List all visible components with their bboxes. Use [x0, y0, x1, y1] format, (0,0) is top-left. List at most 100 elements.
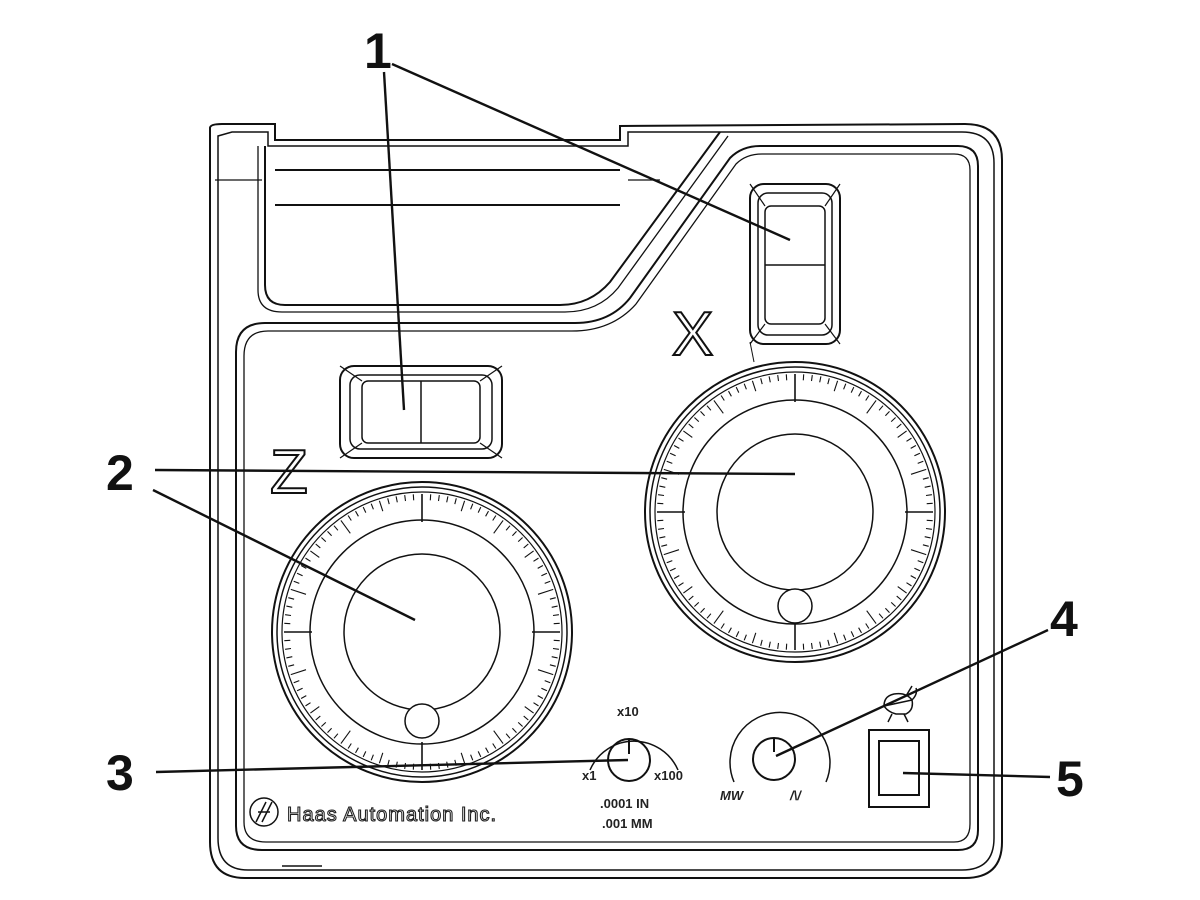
increment-inch-units: .0001 IN [600, 796, 649, 811]
z-axis-jog-button[interactable] [339, 365, 503, 459]
dial-tick [321, 537, 327, 543]
dial-tick [706, 613, 712, 619]
dial-tick [910, 549, 927, 556]
dial-tick [890, 417, 896, 423]
dial-tick [890, 601, 896, 607]
dial-tick [917, 460, 924, 464]
dial-tick [683, 586, 693, 594]
dial-tick [288, 597, 295, 600]
dial-tick [743, 634, 747, 641]
dial-tick [858, 627, 862, 634]
dial-tick [658, 494, 665, 497]
dial-tick [293, 680, 300, 684]
dial-tick [544, 680, 551, 684]
dial-tick [910, 575, 917, 579]
dial-tick [659, 485, 666, 488]
dial-tick [735, 386, 740, 393]
dial-tick [865, 395, 870, 401]
dial-tick [896, 423, 902, 429]
dial-tick [505, 525, 511, 531]
dial-tick [541, 687, 548, 692]
jog-speed-knob[interactable] [729, 711, 831, 783]
dial-tick [858, 390, 862, 397]
dial-tick [286, 656, 293, 659]
dial-tick [866, 610, 877, 624]
dial-tick [370, 754, 374, 761]
x-axis-jog-button[interactable] [749, 183, 841, 345]
z-axis-label: Z [270, 438, 308, 507]
rapid-override-switch[interactable] [868, 729, 930, 808]
dial-tick [387, 498, 390, 505]
dial-tick [850, 386, 855, 393]
callout-3: 3 [106, 745, 134, 801]
dial-tick [678, 437, 684, 442]
dial-tick [688, 423, 694, 429]
dial-tick [925, 527, 932, 530]
dial-tick [897, 430, 907, 438]
dial-tick [700, 411, 706, 417]
dial-tick [878, 405, 884, 411]
dial-tick [906, 437, 912, 442]
dial-tick [850, 631, 855, 638]
dial-tick [517, 537, 523, 543]
dial-tick [866, 400, 877, 414]
dial-tick [713, 610, 724, 624]
dial-tick [446, 496, 449, 503]
dial-tick [492, 515, 497, 521]
z-axis-handwheel[interactable] [271, 481, 573, 783]
x-handwheel-dial-scale [657, 374, 933, 650]
rabbit-icon [882, 685, 918, 723]
callout-2: 2 [106, 445, 134, 501]
dial-tick [315, 543, 321, 549]
dial-tick [694, 417, 700, 423]
callout-5: 5 [1056, 751, 1084, 807]
dial-tick [751, 380, 757, 392]
dial-tick [768, 641, 771, 648]
dial-tick [315, 715, 321, 721]
dial-tick [340, 730, 351, 744]
increment-mm-units: .001 MM [602, 816, 653, 831]
dial-tick [290, 669, 307, 676]
pendant-housing [209, 122, 1003, 879]
dial-tick [505, 733, 511, 739]
dial-tick [728, 627, 732, 634]
dial-tick [906, 582, 912, 587]
dial-tick [810, 375, 813, 382]
dial-tick [910, 445, 917, 449]
dial-tick [551, 656, 558, 659]
dial-tick [387, 759, 390, 766]
slow-speed-glyph: MW [720, 788, 745, 803]
callout-1: 1 [364, 23, 392, 79]
dial-tick [663, 549, 680, 556]
dial-tick [347, 515, 352, 521]
dial-tick [437, 495, 440, 502]
dial-tick [549, 597, 556, 600]
dial-tick [819, 376, 822, 383]
dial-tick [897, 586, 907, 594]
z-handwheel-finger-knob [404, 703, 440, 739]
dial-tick [666, 560, 673, 564]
dial-tick [673, 575, 680, 579]
dial-tick [492, 743, 497, 749]
dial-tick [300, 695, 307, 699]
dial-tick [321, 721, 327, 727]
dial-tick [355, 747, 359, 754]
dial-tick [347, 743, 352, 749]
dial-tick [673, 445, 680, 449]
dial-tick [658, 527, 665, 530]
dial-tick [470, 754, 474, 761]
dial-tick [551, 605, 558, 608]
dial-tick [286, 605, 293, 608]
increment-x1-label: x1 [582, 768, 596, 783]
dial-tick [288, 664, 295, 667]
dial-tick [720, 623, 725, 629]
dial-tick [378, 500, 384, 512]
dial-tick [922, 544, 929, 547]
x-handwheel-finger-knob [777, 588, 813, 624]
x-axis-handwheel[interactable] [644, 361, 946, 663]
dial-tick [735, 631, 740, 638]
dial-tick [688, 595, 694, 601]
z-handwheel-dial-scale [284, 494, 560, 770]
dial-tick [552, 614, 559, 617]
dial-tick [713, 400, 724, 414]
